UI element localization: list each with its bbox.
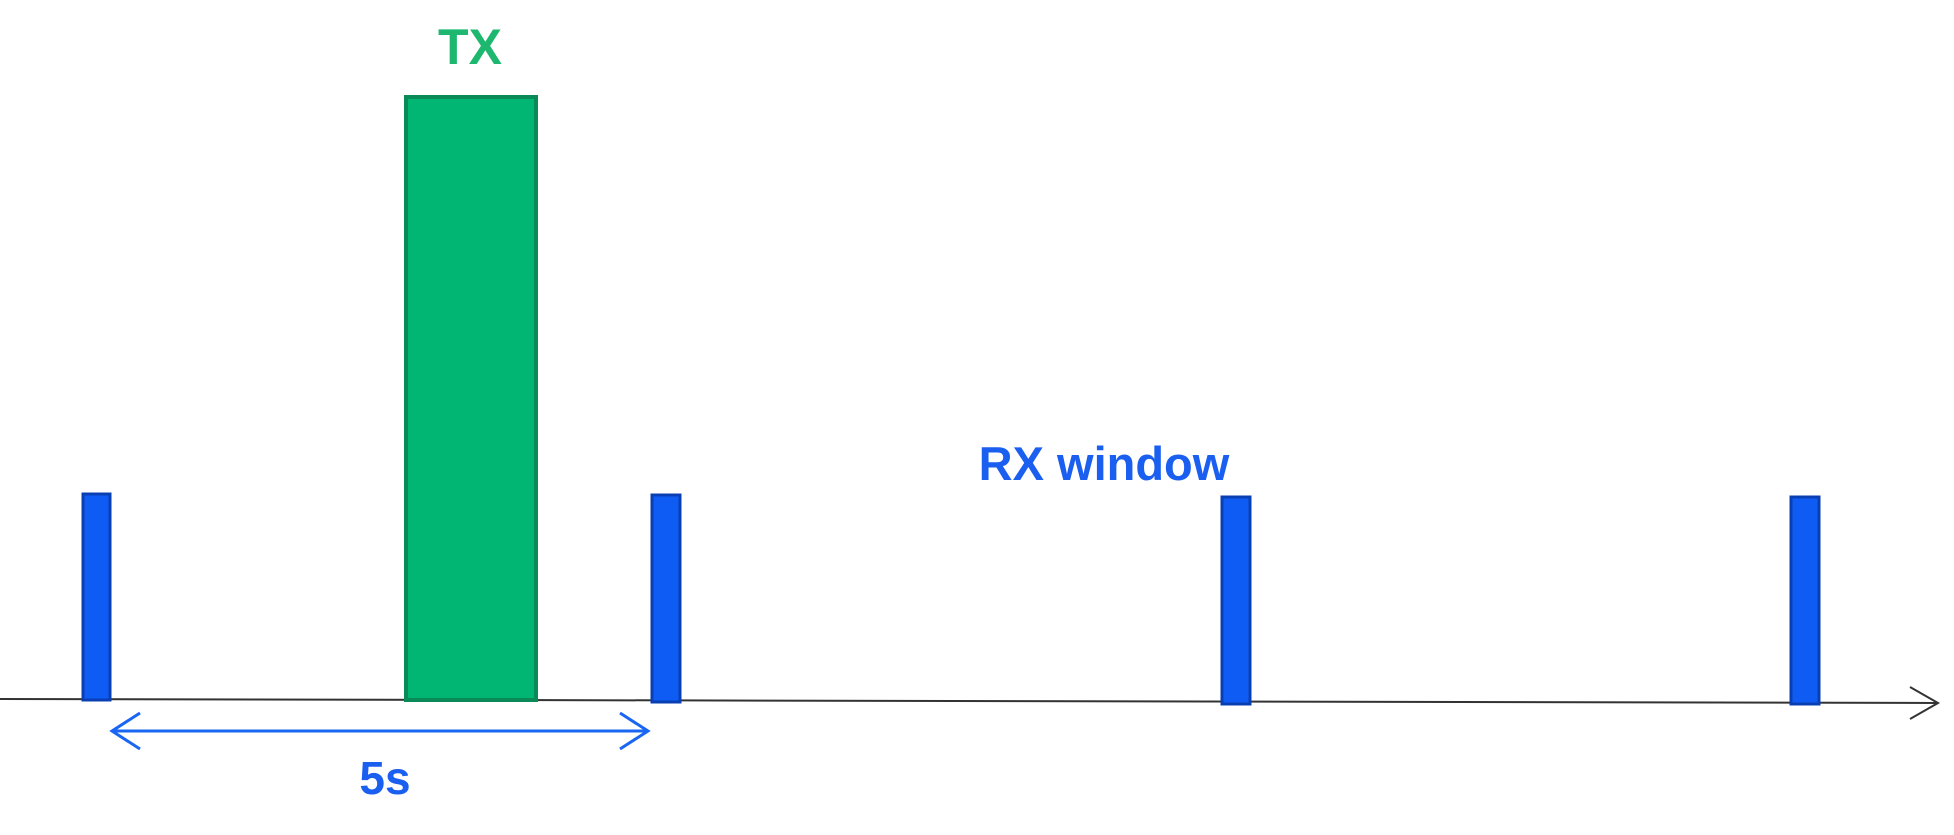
interval-label: 5s — [359, 752, 410, 804]
rx-window-bar-4 — [1789, 495, 1821, 706]
tx-label: TX — [438, 19, 502, 75]
rx-window-bar-3 — [1220, 495, 1252, 706]
time-axis-line — [0, 698, 1939, 704]
time-axis-arrowhead — [1909, 686, 1941, 720]
tx-block — [404, 95, 538, 702]
rx-window-label: RX window — [979, 437, 1230, 490]
interval-arrow-left-head — [109, 711, 141, 751]
interval-arrow-right-head — [619, 711, 651, 751]
rx-window-bar-2 — [650, 493, 682, 704]
rx-window-bar-1 — [81, 492, 112, 702]
